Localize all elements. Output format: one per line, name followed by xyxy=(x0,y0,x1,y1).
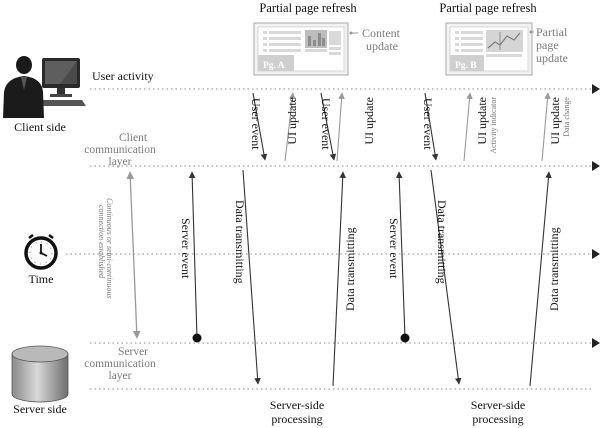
data-change-label: Data change xyxy=(562,97,571,137)
ui-update-label-3: UI update xyxy=(475,97,489,145)
svg-text:Server: Server xyxy=(118,346,148,358)
activity-indicator-label: Activity indicator xyxy=(489,97,498,154)
svg-text:processing: processing xyxy=(472,412,523,426)
page-b-note: Partial page update xyxy=(529,25,568,65)
clock-icon xyxy=(24,234,58,270)
data-to-client-arrows xyxy=(332,171,552,387)
svg-text:layer: layer xyxy=(109,156,132,168)
server-event-arrows xyxy=(188,171,406,339)
data-transmitting-label-2: Data transmitting xyxy=(343,227,357,311)
svg-text:communication: communication xyxy=(84,144,156,156)
page-b-thumbnail xyxy=(445,22,533,76)
user-event-label-2: User event xyxy=(319,98,333,150)
ui-interaction-arrows xyxy=(252,92,551,162)
data-to-server-arrows xyxy=(242,169,462,385)
connection-note: Continuous or semi-continuous connection… xyxy=(97,198,114,298)
user-event-label-1: User event xyxy=(249,98,263,150)
page-b-label: Pg. B xyxy=(455,61,477,71)
svg-text:page: page xyxy=(536,38,559,52)
svg-text:processing: processing xyxy=(271,412,322,426)
server-event-label-2: Server event xyxy=(387,218,401,279)
connection-arrow xyxy=(126,171,141,339)
time-label: Time xyxy=(29,272,54,286)
svg-text:Server-side: Server-side xyxy=(270,398,324,412)
ui-update-label-4: UI update xyxy=(548,97,562,145)
server-event-origin-1 xyxy=(192,333,202,343)
server-processing-label-1: Server-side processing xyxy=(270,398,324,426)
data-transmitting-label-1: Data transmitting xyxy=(233,200,247,284)
svg-text:Content: Content xyxy=(362,26,401,40)
data-transmitting-label-4: Data transmitting xyxy=(547,227,561,311)
svg-text:update: update xyxy=(536,51,568,65)
server-event-label-1: Server event xyxy=(179,218,193,279)
svg-text:Server-side: Server-side xyxy=(471,398,525,412)
database-cylinder-icon xyxy=(11,345,69,403)
ui-interaction-labels: User event UI update User event UI updat… xyxy=(249,97,562,150)
server-processing-label-2: Server-side processing xyxy=(471,398,525,426)
svg-text:connection established: connection established xyxy=(97,205,106,279)
computer-user-icon xyxy=(3,56,86,118)
lane-arrowheads xyxy=(592,84,600,348)
page-b-title: Partial page refresh xyxy=(439,1,537,15)
server-side-label: Server side xyxy=(13,402,67,416)
server-comm-label: Server communication layer xyxy=(84,346,156,382)
svg-text:layer: layer xyxy=(109,370,132,382)
svg-text:Continuous or semi-continuous: Continuous or semi-continuous xyxy=(105,198,114,298)
page-a-note: Content update xyxy=(349,26,401,53)
svg-text:Partial: Partial xyxy=(536,25,568,39)
server-event-origin-2 xyxy=(400,333,410,343)
user-event-label-3: User event xyxy=(421,98,435,150)
ui-update-label-2: UI update xyxy=(362,97,376,145)
page-a-title: Partial page refresh xyxy=(259,1,357,15)
page-a-thumbnail xyxy=(253,22,349,76)
svg-text:update: update xyxy=(366,39,398,53)
svg-text:Client: Client xyxy=(119,132,148,144)
svg-text:communication: communication xyxy=(84,358,156,370)
data-transmitting-label-3: Data transmitting xyxy=(435,200,449,284)
client-side-label: Client side xyxy=(14,120,66,134)
client-comm-label: Client communication layer xyxy=(84,132,156,168)
user-activity-label: User activity xyxy=(92,69,154,83)
ui-update-label-1: UI update xyxy=(285,97,299,145)
page-a-label: Pg. A xyxy=(263,61,285,71)
